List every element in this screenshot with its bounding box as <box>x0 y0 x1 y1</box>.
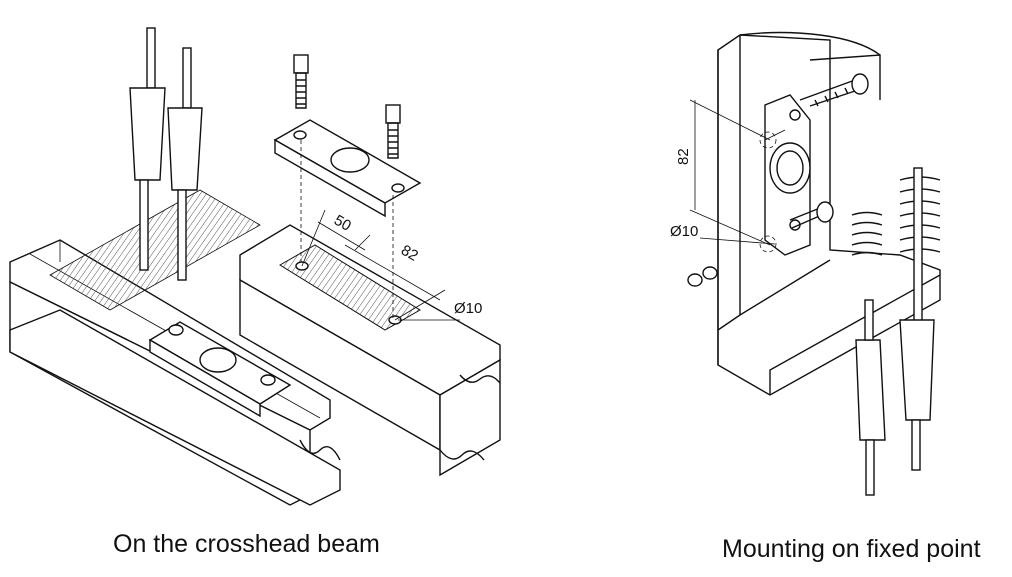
crosshead-beam-drawing: 50 82 Ø10 <box>9 27 501 506</box>
caption-fixed-point: Mounting on fixed point <box>722 535 981 563</box>
mounting-bolts <box>687 73 869 287</box>
dim-82-label: 82 <box>398 242 421 265</box>
dimension-lines-left <box>301 209 460 321</box>
exploded-load-cell <box>273 54 422 318</box>
caption-crosshead-beam: On the crosshead beam <box>113 530 380 558</box>
dim-diameter-label-right: Ø10 <box>670 223 698 240</box>
load-cell-on-beam <box>148 321 292 418</box>
load-cell-vertical <box>764 94 811 256</box>
dim-82-label-right: 82 <box>675 148 692 165</box>
dim-50-label: 50 <box>331 212 354 235</box>
crosshead-beam-diagram: 50 82 Ø10 On the crosshead beam <box>9 27 501 558</box>
fixed-point-drawing: 82 Ø10 <box>670 31 941 496</box>
dimension-lines-right <box>689 99 777 253</box>
springs-and-rods <box>851 167 941 496</box>
mounting-area-hatched <box>279 244 421 331</box>
suspension-rods <box>129 27 203 281</box>
beam-hatched-strip <box>49 189 261 311</box>
fixed-point-diagram: 82 Ø10 <box>640 0 1012 577</box>
dim-diameter-label: Ø10 <box>454 300 482 317</box>
